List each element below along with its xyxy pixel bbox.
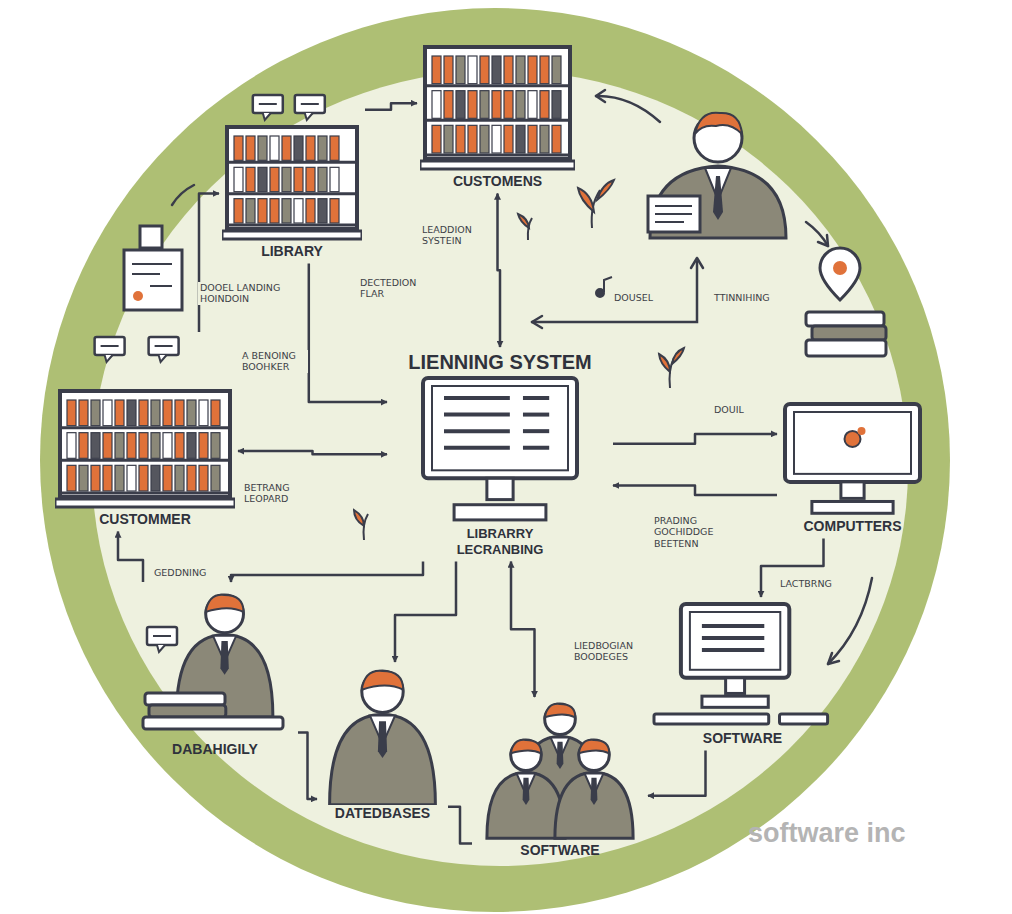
node-icon (780, 400, 925, 518)
connector-arrow (613, 434, 777, 444)
note-label: BETRANG LEOPARD (242, 482, 312, 505)
note-label: DECTEDION FLAR (358, 277, 434, 300)
node-icon (135, 585, 295, 741)
node-icon (420, 45, 575, 173)
connector-arrow (298, 733, 317, 799)
icon-node: DATEDBASES (320, 665, 445, 823)
connector-arrow (613, 486, 777, 495)
node-icon (650, 600, 835, 730)
person-illustration (648, 113, 786, 238)
node-icon (475, 700, 645, 842)
connector-arrow (118, 532, 143, 583)
clipboard-illustration (124, 226, 182, 310)
icon-node: CUSTOMMER (55, 335, 235, 529)
icon-node: LIENNING SYSTEM LIBRARRYLECRANBING (390, 350, 610, 559)
outer-ring (40, 8, 950, 912)
icon-node: LIBRARY (222, 93, 362, 261)
connector-arrow (448, 807, 472, 844)
note-label: LEADDION SYSTEIN (420, 224, 496, 247)
node-caption: LECRANBING (390, 542, 610, 558)
note-label: TTINNIHING (712, 292, 772, 303)
node-caption: LIBRARRY (390, 526, 610, 542)
note-label: GEDDNING (152, 567, 208, 578)
note-label: DOUSEL (612, 292, 655, 303)
note-label: PRADING GOCHIDDGE BEETENN (652, 515, 748, 549)
node-caption: SOFTWARE (475, 842, 645, 860)
books-pin-illustration (806, 248, 886, 356)
note-label: DOOEL LANDING HOINDOIN (198, 282, 302, 305)
node-caption: SOFTWARE (650, 730, 835, 748)
node-icon (55, 335, 235, 511)
icon-node: SOFTWARE (475, 700, 645, 860)
connector-arrow (648, 751, 706, 796)
node-icon (222, 93, 362, 243)
connector-arrow (498, 194, 501, 348)
node-caption: DABAHIGILY (135, 741, 295, 759)
decor-arrows (172, 90, 872, 664)
note-label: A BENOING BOOHKER (240, 350, 308, 373)
note-label: LACTBRNG (778, 578, 834, 589)
icon-node: SOFTWARE (650, 600, 835, 748)
icon-node: DABAHIGILY (135, 585, 295, 759)
note-label: DOUIL (712, 404, 746, 415)
connector-arrow (365, 103, 417, 110)
node-caption: CUSTOMMER (55, 511, 235, 529)
icon-node: CUSTOMENS (420, 45, 575, 191)
node-caption: COMPUTTERS (780, 518, 925, 536)
connector-arrow (231, 562, 423, 583)
note-label: LIEDBOGIAN BOODEGES (572, 640, 668, 663)
icon-node: COMPUTTERS (780, 400, 925, 536)
connector-arrow (395, 562, 456, 663)
watermark: software inc (748, 818, 906, 849)
connector-arrow (199, 194, 219, 333)
node-icon (390, 374, 610, 526)
node-caption: DATEDBASES (320, 805, 445, 823)
node-caption: CUSTOMENS (420, 173, 575, 191)
connector-arrow (511, 562, 535, 698)
node-caption: LIBRARY (222, 243, 362, 261)
connector-arrow (238, 451, 387, 454)
node-title: LIENNING SYSTEM (390, 350, 610, 374)
node-icon (320, 665, 445, 805)
